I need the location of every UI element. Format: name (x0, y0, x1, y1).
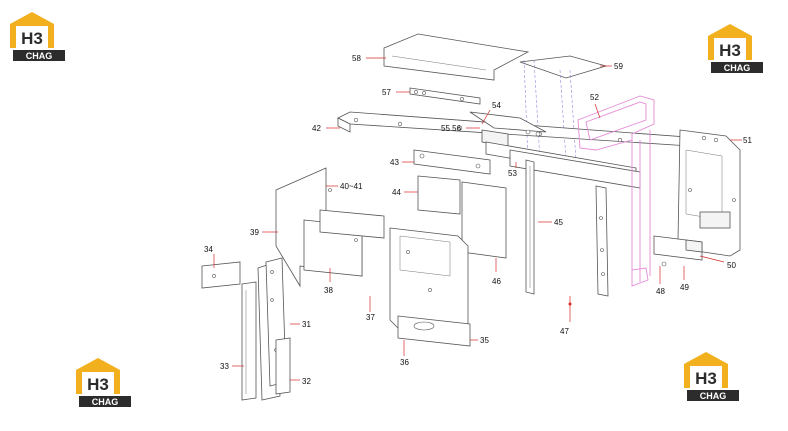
callout-36: 36 (400, 358, 409, 367)
part-34-bracket (201, 261, 241, 289)
logo-main-text: H3 (695, 369, 717, 388)
logo-bottom-right: H3 CHAG (684, 352, 739, 401)
part-54-plate (469, 111, 547, 147)
callout-48: 48 (656, 287, 665, 296)
logo-top-left: H3 CHAG (10, 12, 65, 61)
part-43-plate (413, 149, 491, 175)
callout-50: 50 (727, 261, 736, 270)
part-45-vertical-strip (525, 159, 535, 295)
part-47-vertical-plate (569, 185, 609, 322)
part-46-panel (461, 181, 507, 259)
part-51-side-frame (677, 129, 741, 257)
callout-43: 43 (390, 158, 399, 167)
callout-42: 42 (312, 124, 321, 133)
logo-sub-text: CHAG (92, 397, 119, 407)
callout-51: 51 (743, 136, 752, 145)
callout-53: 53 (508, 169, 517, 178)
part-33-post (241, 281, 257, 401)
leader-lines (213, 57, 742, 381)
callout-34: 34 (204, 245, 213, 254)
callout-47: 47 (560, 327, 569, 336)
callout-40-41: 40~41 (340, 182, 363, 191)
callout-54: 54 (492, 101, 501, 110)
callout-59: 59 (614, 62, 623, 71)
logo-top-right: H3 CHAG (708, 24, 763, 73)
part-32-post (275, 337, 291, 395)
callout-45: 45 (554, 218, 563, 227)
part-44-panel (417, 175, 461, 215)
logo-main-text: H3 (719, 41, 741, 60)
alignment-guides (523, 59, 577, 161)
part-37-center-panel (389, 227, 469, 337)
callout-44: 44 (392, 188, 401, 197)
part-39-side-panel (275, 167, 385, 288)
callout-57: 57 (382, 88, 391, 97)
callout-46: 46 (492, 277, 501, 286)
logo-main-text: H3 (87, 375, 109, 394)
part-36-bottom-plate (397, 315, 471, 347)
callout-32: 32 (302, 377, 311, 386)
logo-sub-text: CHAG (26, 51, 53, 61)
callout-31: 31 (302, 320, 311, 329)
callout-35: 35 (480, 336, 489, 345)
logo-sub-text: CHAG (724, 63, 751, 73)
part-53-crossbar (485, 141, 641, 189)
callout-38: 38 (324, 286, 333, 295)
callout-52: 52 (590, 93, 599, 102)
callout-33: 33 (220, 362, 229, 371)
part-57-bracket (409, 87, 481, 105)
logo-main-text: H3 (21, 29, 43, 48)
part-49-box (653, 235, 703, 267)
part-52-pink-frame (577, 95, 655, 287)
callout-39: 39 (250, 228, 259, 237)
logo-sub-text: CHAG (700, 391, 727, 401)
callout-58: 58 (352, 54, 361, 63)
callout-49: 49 (680, 283, 689, 292)
callout-37: 37 (366, 313, 375, 322)
part-58-top-cover (383, 33, 530, 81)
part-59-top-panel (519, 55, 608, 79)
logo-bottom-left: H3 CHAG (76, 358, 131, 407)
callout-55-56: 55 56 (441, 124, 462, 133)
